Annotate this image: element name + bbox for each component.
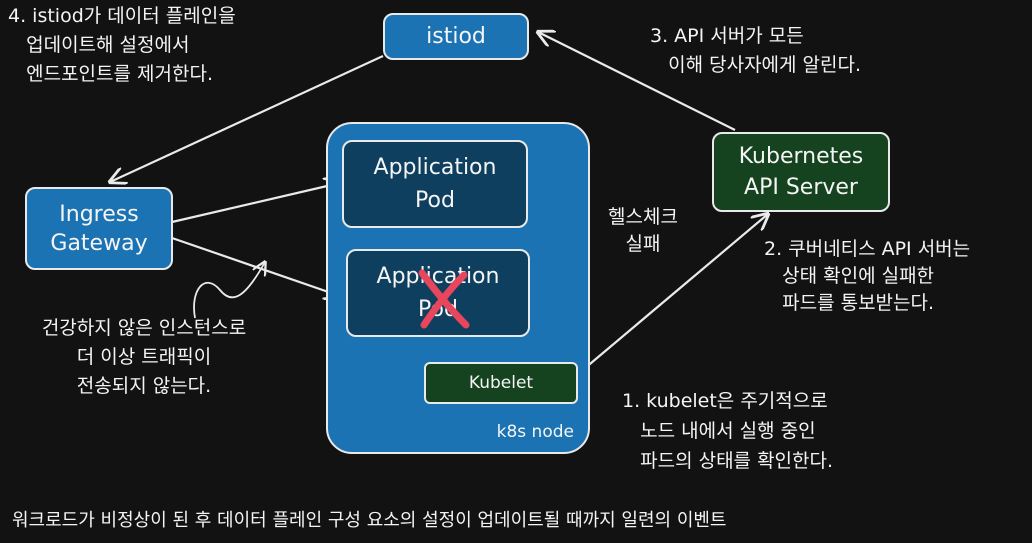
ingress-gateway-node: Ingress Gateway bbox=[25, 187, 173, 270]
arrow-ingress-to-pod1 bbox=[171, 183, 340, 224]
kubernetes-api-server-label: Kubernetes API Server bbox=[738, 144, 864, 200]
kubernetes-api-server-node: Kubernetes API Server bbox=[712, 132, 890, 212]
figure-caption: 워크로드가 비정상이 된 후 데이터 플레인 구성 요소의 설정이 업데이트될 … bbox=[12, 510, 727, 531]
application-pod-2: Application Pod bbox=[346, 249, 530, 337]
no-traffic-annotation: 건강하지 않은 인스턴스로 더 이상 트래픽이 전송되지 않는다. bbox=[41, 317, 247, 397]
istiod-label: istiod bbox=[426, 24, 486, 49]
health-check-failed-label: 헬스체크 실패 bbox=[608, 206, 678, 255]
step-4-annotation: 4. istiod가 데이터 플레인을 업데이트해 설정에서 엔드포인트를 제거… bbox=[8, 5, 236, 85]
arrow-api-to-istiod bbox=[538, 32, 736, 131]
failure-x-icon bbox=[418, 269, 470, 329]
step-2-annotation: 2. 쿠버네티스 API 서버는 상태 확인에 실패한 파드를 통보받는다. bbox=[764, 238, 971, 314]
kubelet-node: Kubelet bbox=[424, 362, 578, 404]
istiod-node: istiod bbox=[383, 13, 529, 60]
arrow-istiod-to-ingress bbox=[110, 55, 384, 182]
application-pod-1-label: Application Pod bbox=[373, 155, 497, 213]
annotation-pointer bbox=[193, 262, 265, 319]
arrow-kubelet-to-api bbox=[577, 214, 768, 375]
arrow-ingress-to-pod2 bbox=[171, 236, 340, 296]
ingress-gateway-label: Ingress Gateway bbox=[50, 201, 148, 256]
application-pod-1: Application Pod bbox=[342, 140, 528, 228]
step-3-annotation: 3. API 서버가 모든 이해 당사자에게 알린다. bbox=[650, 25, 862, 76]
kubelet-label: Kubelet bbox=[468, 373, 534, 393]
step-1-annotation: 1. kubelet은 주기적으로 노드 내에서 실행 중인 파드의 상태를 확… bbox=[622, 390, 834, 472]
k8s-node-label: k8s node bbox=[496, 422, 574, 442]
